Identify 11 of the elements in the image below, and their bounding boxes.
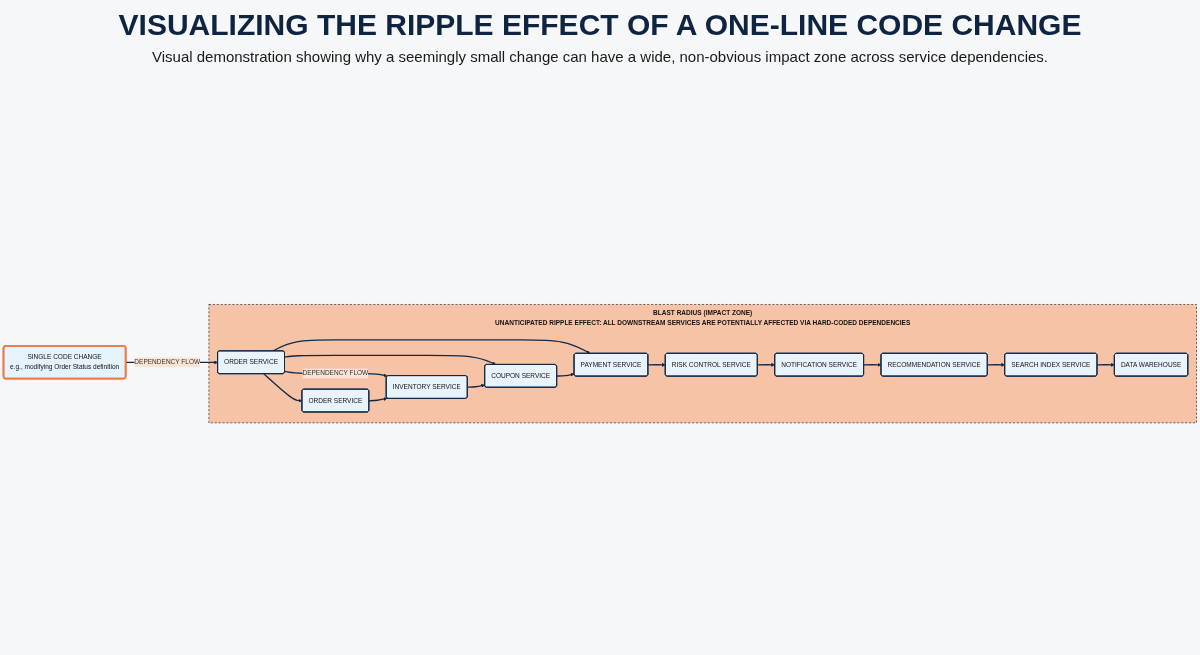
arrow xyxy=(863,362,882,367)
arrow xyxy=(986,362,1006,367)
arrow xyxy=(284,354,497,365)
arrow xyxy=(368,396,388,402)
arrow xyxy=(647,362,666,367)
caption: Visual demonstration showing why a seemingly small change can have a wide, non-obvious impact zone across service dependencies. xyxy=(151,48,1049,65)
arrow xyxy=(263,373,303,403)
title: VISUALIZING THE RIPPLE EFFECT OF A ONE-LINE CODE CHANGE xyxy=(118,8,1082,42)
arrow xyxy=(556,372,575,377)
arrow xyxy=(272,339,591,354)
arrow xyxy=(466,383,486,388)
